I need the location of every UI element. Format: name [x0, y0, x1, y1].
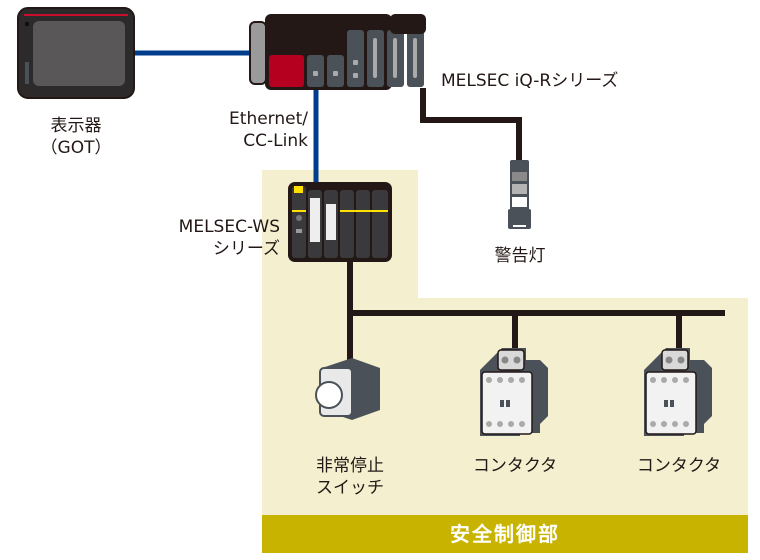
- network-label: Ethernet/ CC-Link: [190, 108, 308, 152]
- estop-label: 非常停止 スイッチ: [300, 455, 400, 499]
- plc-iq-r-icon: [249, 14, 426, 90]
- emergency-stop-icon: [315, 358, 380, 420]
- network-label-line1: Ethernet/: [229, 109, 308, 129]
- ws-label-line2: シリーズ: [212, 239, 280, 259]
- got-label: 表示器 （GOT）: [20, 115, 132, 159]
- got-display-icon: [17, 7, 135, 99]
- contactor-icon: [644, 348, 712, 436]
- safety-zone-title: 安全制御部: [262, 515, 748, 553]
- network-label-line2: CC-Link: [243, 131, 308, 151]
- plc-warning-light-wire: [420, 88, 522, 160]
- contactor2-label: コンタクタ: [636, 456, 722, 476]
- contactor-icon: [480, 348, 548, 436]
- estop-label-line2: スイッチ: [316, 478, 384, 498]
- plc-label: MELSEC iQ-Rシリーズ: [441, 71, 619, 91]
- ws-label-line1: MELSEC-WS: [178, 217, 280, 237]
- warning-light-icon: [508, 160, 531, 229]
- melsec-ws-icon: [288, 182, 392, 262]
- warning-light-label: 警告灯: [494, 246, 546, 266]
- got-label-line1: 表示器: [50, 116, 102, 136]
- contactor1-label: コンタクタ: [472, 456, 558, 476]
- estop-label-line1: 非常停止: [316, 456, 384, 476]
- ws-label: MELSEC-WS シリーズ: [140, 216, 280, 260]
- got-label-line2: （GOT）: [40, 138, 112, 158]
